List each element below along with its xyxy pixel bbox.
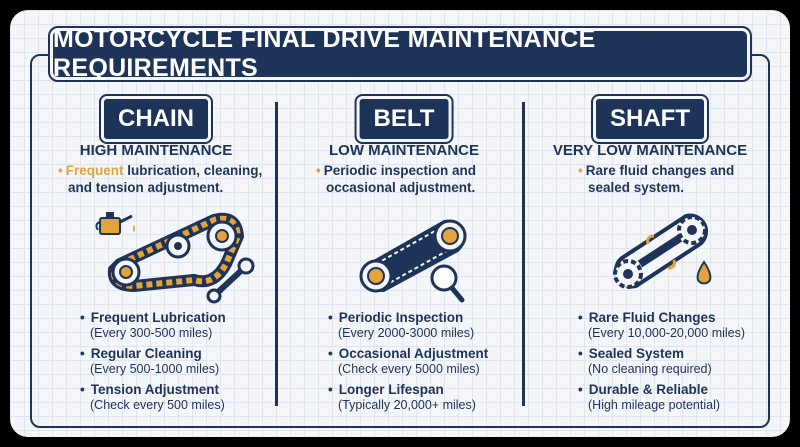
shaft-summary-line2: sealed system. (588, 180, 685, 195)
list-item: •Rare Fluid Changes(Every 10,000-20,000 … (578, 310, 746, 340)
item-title: Periodic Inspection (338, 310, 464, 325)
item-detail: (Typically 20,000+ miles) (338, 398, 476, 412)
belt-badge: BELT (354, 94, 454, 144)
item-detail: (Every 500-1000 miles) (90, 362, 220, 376)
list-item: •Longer Lifespan(Typically 20,000+ miles… (328, 382, 488, 413)
magnifier-icon (430, 264, 465, 303)
list-item: •Durable & Reliable(High mileage potenti… (578, 382, 745, 413)
oil-drip-icon (133, 224, 135, 232)
chain-level: HIGH MAINTENANCE (79, 142, 233, 159)
belt-item-list: •Periodic Inspection(Every 2000-3000 mil… (328, 310, 488, 418)
list-item: •Occasional Adjustment(Check every 5000 … (328, 346, 489, 376)
belt-column: BELT LOW MAINTENANCE •Periodic inspectio… (294, 94, 514, 424)
chain-badge: CHAIN (99, 94, 213, 144)
item-title: Durable & Reliable (588, 382, 709, 397)
infographic-card: MOTORCYCLE FINAL DRIVE MAINTENANCE REQUI… (10, 10, 790, 437)
chain-icon (107, 212, 245, 293)
shaft-item-list: •Rare Fluid Changes(Every 10,000-20,000 … (578, 310, 745, 418)
bullet-dot: • (578, 163, 583, 178)
belt-drive-icon (359, 219, 467, 293)
belt-summary: •Periodic inspection and occasional adju… (316, 162, 476, 196)
item-detail: (Every 300-500 miles) (90, 326, 213, 340)
wrench-icon (206, 257, 255, 304)
belt-illustration (359, 219, 467, 303)
oil-can-icon (95, 212, 133, 235)
bullet-dot: • (316, 163, 321, 178)
item-title: Longer Lifespan (338, 382, 444, 397)
list-item: •Periodic Inspection(Every 2000-3000 mil… (328, 310, 488, 341)
list-item: •Regular Cleaning(Every 500-1000 miles) (80, 346, 226, 377)
shaft-badge: SHAFT (591, 94, 709, 144)
shaft-level: VERY LOW MAINTENANCE (552, 142, 748, 159)
item-title: Sealed System (588, 346, 685, 361)
item-detail: (Every 10,000-20,000 miles) (588, 326, 746, 340)
shaft-drive-icon (613, 213, 708, 289)
item-detail: (Check every 500 miles) (90, 398, 225, 412)
chain-illustration (95, 212, 255, 304)
chain-summary-text: lubrication, cleaning, (123, 163, 263, 178)
chain-summary-accent: Frequent (65, 163, 124, 178)
chain-summary-line2: and tension adjustment. (68, 180, 224, 195)
item-detail: (No cleaning required) (588, 362, 712, 376)
belt-level: LOW MAINTENANCE (329, 142, 479, 159)
item-title: Occasional Adjustment (338, 346, 489, 361)
oil-drop-icon (696, 260, 712, 285)
shaft-summary: •Rare fluid changes and sealed system. (578, 162, 734, 196)
item-title: Rare Fluid Changes (588, 310, 716, 325)
belt-summary-line2: occasional adjustment. (326, 180, 476, 195)
shaft-summary-text: Rare fluid changes and (585, 163, 735, 178)
chain-item-list: •Frequent Lubrication(Every 300-500 mile… (80, 310, 226, 418)
shaft-illustration (613, 213, 712, 289)
item-detail: (High mileage potential) (588, 398, 721, 412)
list-item: •Tension Adjustment(Check every 500 mile… (80, 382, 225, 412)
column-divider (275, 102, 278, 406)
item-title: Regular Cleaning (90, 346, 202, 361)
item-title: Tension Adjustment (90, 382, 219, 397)
chain-column: CHAIN HIGH MAINTENANCE •Frequent lubrica… (46, 94, 266, 424)
shaft-column: SHAFT VERY LOW MAINTENANCE •Rare fluid c… (540, 94, 760, 424)
item-detail: (Every 2000-3000 miles) (338, 326, 475, 340)
bullet-dot: • (58, 163, 63, 178)
column-divider (522, 102, 525, 406)
list-item: •Frequent Lubrication(Every 300-500 mile… (80, 310, 226, 340)
belt-summary-text: Periodic inspection and (323, 163, 477, 178)
main-title: MOTORCYCLE FINAL DRIVE MAINTENANCE REQUI… (48, 25, 752, 82)
item-detail: (Check every 5000 miles) (338, 362, 480, 376)
list-item: •Sealed System(No cleaning required) (578, 346, 745, 377)
chain-summary: •Frequent lubrication, cleaning, and ten… (58, 162, 262, 196)
item-title: Frequent Lubrication (90, 310, 226, 325)
